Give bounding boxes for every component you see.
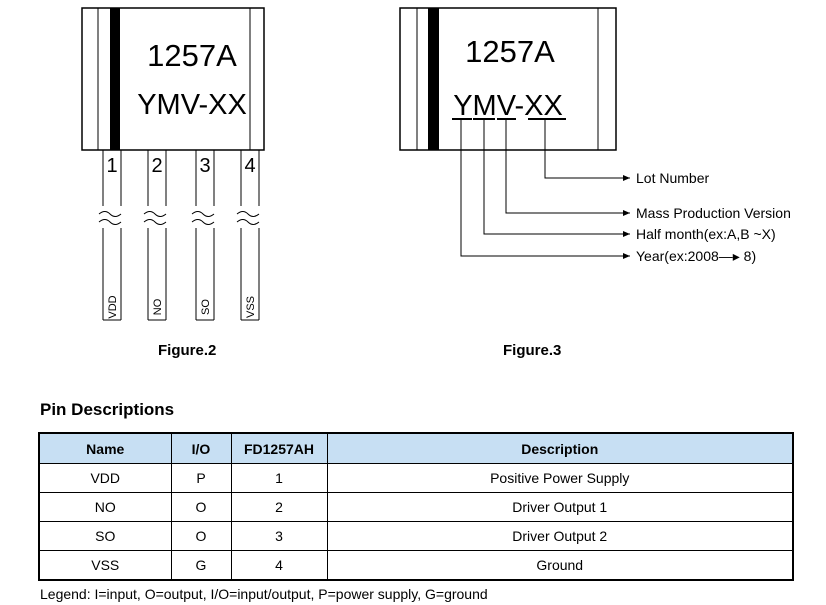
pin-number: 1 bbox=[106, 155, 117, 177]
cell-name: VDD bbox=[38, 463, 172, 493]
cell-pin: 2 bbox=[230, 492, 328, 522]
pin-number: 3 bbox=[199, 155, 210, 177]
table-row: VDD P 1 Positive Power Supply bbox=[38, 463, 794, 493]
pin-descriptions-table: Name I/O FD1257AH Description VDD P 1 Po… bbox=[38, 432, 794, 581]
pin-4: 4 VSS bbox=[236, 150, 264, 321]
figure2-caption: Figure.2 bbox=[158, 342, 217, 359]
cell-pin: 4 bbox=[230, 550, 328, 581]
cell-io: O bbox=[170, 492, 232, 522]
table-row: VSS G 4 Ground bbox=[38, 550, 794, 581]
pin-2: 2 NO bbox=[143, 150, 171, 321]
pin-name: SO bbox=[200, 299, 212, 315]
pin-name: VDD bbox=[107, 295, 119, 318]
year-label: Year(ex:2008—▸ 8) bbox=[636, 248, 756, 264]
cell-description: Driver Output 2 bbox=[326, 521, 794, 551]
fig2-marking-line2: YMV-XX bbox=[137, 89, 247, 121]
pin-number: 4 bbox=[244, 155, 255, 177]
pin-descriptions-title: Pin Descriptions bbox=[40, 400, 175, 419]
cell-description: Driver Output 1 bbox=[326, 492, 794, 522]
pin-name: NO bbox=[152, 298, 164, 315]
figure3-annotations: Lot Number Mass Production Version Half … bbox=[636, 170, 791, 264]
figure2-pins: 1 VDD 2 NO 3 SO bbox=[98, 150, 264, 321]
pin1-marker-bar bbox=[110, 8, 120, 150]
pin-3: 3 SO bbox=[191, 150, 219, 321]
header-part-number: FD1257AH bbox=[230, 432, 328, 464]
cell-name: NO bbox=[38, 492, 172, 522]
fig2-marking-line1: 1257A bbox=[147, 38, 237, 73]
cell-name: VSS bbox=[38, 550, 172, 581]
pin1-marker-bar bbox=[428, 8, 439, 150]
table-legend: Legend: I=input, O=output, I/O=input/out… bbox=[40, 586, 488, 602]
cell-io: O bbox=[170, 521, 232, 551]
table-row: SO O 3 Driver Output 2 bbox=[38, 521, 794, 551]
fig3-marking-line2: YMV-XX bbox=[453, 90, 563, 122]
fig3-marking-line1: 1257A bbox=[465, 34, 555, 69]
cell-description: Ground bbox=[326, 550, 794, 581]
header-io: I/O bbox=[170, 432, 232, 464]
pin-1: 1 VDD bbox=[98, 150, 126, 321]
figure3-caption: Figure.3 bbox=[503, 342, 562, 359]
pin-number: 2 bbox=[151, 155, 162, 177]
table-header-row: Name I/O FD1257AH Description bbox=[38, 432, 794, 464]
mass-production-label: Mass Production Version bbox=[636, 205, 791, 221]
pin-name: VSS bbox=[245, 296, 257, 318]
header-name: Name bbox=[38, 432, 172, 464]
half-month-label: Half month(ex:A,B ~X) bbox=[636, 226, 776, 242]
cell-name: SO bbox=[38, 521, 172, 551]
header-description: Description bbox=[326, 432, 794, 464]
figure3-leader-lines bbox=[460, 120, 630, 259]
cell-io: G bbox=[170, 550, 232, 581]
package-body bbox=[81, 7, 265, 151]
cell-description: Positive Power Supply bbox=[326, 463, 794, 493]
cell-pin: 3 bbox=[230, 521, 328, 551]
lot-number-label: Lot Number bbox=[636, 170, 709, 186]
cell-pin: 1 bbox=[230, 463, 328, 493]
figures-canvas: 1257A YMV-XX 1 VDD 2 NO bbox=[81, 7, 791, 321]
table-row: NO O 2 Driver Output 1 bbox=[38, 492, 794, 522]
cell-io: P bbox=[170, 463, 232, 493]
figure3-package: 1257A YMV-XX bbox=[399, 7, 617, 151]
figure2-package: 1257A YMV-XX bbox=[81, 7, 265, 151]
